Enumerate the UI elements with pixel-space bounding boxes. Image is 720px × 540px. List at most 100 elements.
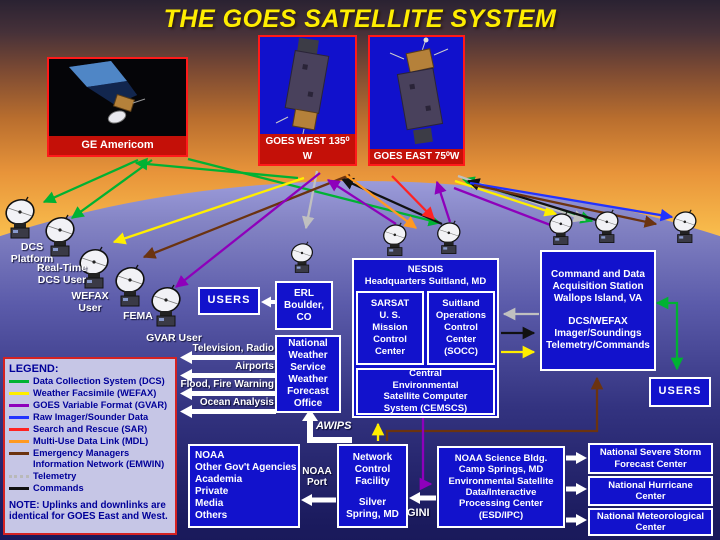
goes-west-panel: GOES WEST 135⁰ W bbox=[258, 35, 357, 166]
goes-west-image bbox=[260, 37, 355, 134]
dcs-arrow bbox=[42, 158, 139, 204]
nws-forecast-office-box: National Weather Service Weather Forecas… bbox=[275, 335, 341, 413]
ocean-analysis-label: Ocean Analysis bbox=[199, 397, 274, 408]
nesdis-complex-box: NESDIS Headquarters Suitland, MD SARSAT … bbox=[352, 258, 499, 418]
dcs-platform-dish-icon bbox=[2, 195, 38, 239]
nesdis-row: SARSAT U. S. Mission Control Center Suit… bbox=[356, 290, 495, 365]
emwin-arrow bbox=[385, 376, 604, 441]
sarsat-box: SARSAT U. S. Mission Control Center bbox=[356, 290, 424, 365]
emwin-arrow bbox=[473, 183, 658, 228]
awips-label: AWIPS bbox=[316, 420, 352, 432]
mdl-line-swatch bbox=[9, 439, 29, 443]
noaa-agencies-box: NOAA Other Gov't Agencies Academia Priva… bbox=[188, 444, 300, 528]
noaa-port-arrow bbox=[301, 494, 336, 506]
gvar-gini-arrow bbox=[419, 418, 433, 491]
users-right-box: USERS bbox=[649, 377, 711, 407]
legend-panel: LEGEND: Data Collection System (DCS) Wea… bbox=[3, 357, 177, 535]
legend-item: Multi-Use Data Link (MDL) bbox=[9, 436, 172, 447]
socc-box: Suitland Operations Control Center (SOCC… bbox=[427, 290, 495, 365]
legend-item: Weather Facsimile (WEFAX) bbox=[9, 388, 172, 399]
legend-item: Search and Rescue (SAR) bbox=[9, 424, 172, 435]
nhc-box: National Hurricane Center bbox=[588, 476, 713, 506]
wefax-arrow bbox=[454, 179, 558, 217]
noaa-port-label: NOAA Port bbox=[302, 466, 332, 488]
flood-warning-arrow bbox=[180, 387, 276, 400]
goes-east-label: GOES EAST 75⁰W bbox=[370, 149, 463, 164]
wefax-user-label: WEFAX User bbox=[71, 290, 109, 315]
esdipc-nssfc-arrow bbox=[566, 452, 587, 464]
ocean-analysis-arrow bbox=[180, 405, 276, 418]
gvar-arrow bbox=[453, 186, 568, 233]
ncf-title: Network Control Facility bbox=[352, 451, 393, 487]
signal-arrows bbox=[42, 157, 684, 491]
commands-line-swatch bbox=[9, 486, 29, 490]
ncf-location: Silver Spring, MD bbox=[346, 496, 399, 520]
tv-radio-label: Television, Radio bbox=[192, 343, 275, 354]
sar-line-swatch bbox=[9, 427, 29, 431]
cda-title: Command and Data Acquisition Station Wal… bbox=[551, 269, 645, 304]
gvar-user-label: GVAR User bbox=[146, 332, 202, 344]
erl-boulder-box: ERL Boulder, CO bbox=[275, 281, 333, 330]
raw-data-line-swatch bbox=[9, 415, 29, 419]
cda-station-box: Command and Data Acquisition Station Wal… bbox=[540, 250, 656, 371]
goes-east-panel: GOES EAST 75⁰W bbox=[368, 35, 465, 166]
ge-americom-panel: GE Americom bbox=[47, 57, 188, 157]
awips-arrow bbox=[302, 409, 352, 443]
cemscs-box: Central Environmental Satellite Computer… bbox=[356, 367, 495, 415]
white-flow-arrows bbox=[180, 296, 587, 526]
tv-radio-arrow bbox=[180, 351, 276, 364]
ge-americom-label: GE Americom bbox=[49, 136, 186, 155]
legend-note: NOTE: Uplinks and downlinks are identica… bbox=[9, 499, 168, 523]
gini-arrow bbox=[409, 492, 436, 504]
gvar-arrow bbox=[326, 179, 397, 225]
nesdis-header: NESDIS Headquarters Suitland, MD bbox=[364, 264, 487, 287]
dcs-arrow bbox=[134, 157, 299, 180]
ge-americom-satellite-icon bbox=[69, 61, 146, 124]
mdl-arrow bbox=[345, 174, 418, 229]
gini-label: GINI bbox=[407, 507, 430, 519]
wefax-line-swatch bbox=[9, 391, 29, 395]
telemetry-arrow bbox=[301, 170, 319, 230]
dcs-arrow bbox=[70, 159, 153, 219]
esdipc-nmc-arrow bbox=[566, 514, 587, 526]
dcs-line-swatch bbox=[9, 380, 29, 383]
nmc-box: National Meteorological Center bbox=[588, 508, 713, 536]
cda-dish-icon bbox=[592, 208, 622, 244]
fema-label: FEMA bbox=[123, 310, 153, 322]
dcs-users-arrow bbox=[655, 296, 684, 371]
raw-data-arrow bbox=[469, 181, 674, 222]
gvar-arrow bbox=[434, 180, 452, 223]
legend-item: GOES Variable Format (GVAR) bbox=[9, 400, 172, 411]
dcs-platform-label: DCS Platform bbox=[10, 241, 54, 266]
airports-label: Airports bbox=[235, 361, 274, 372]
erl-users-arrow bbox=[261, 296, 276, 308]
nesdis-dish-icon bbox=[434, 219, 464, 255]
flood-warning-label: Flood, Fire Warning bbox=[180, 379, 274, 390]
telemetry-line-swatch bbox=[9, 474, 29, 478]
realtime-dcs-user-label: Real-Time DCS User bbox=[37, 262, 87, 287]
goes-east-satellite-icon bbox=[389, 37, 449, 145]
airports-arrow bbox=[180, 369, 276, 382]
nssfc-box: National Severe Storm Forecast Center bbox=[588, 443, 713, 474]
emwin-line-swatch bbox=[9, 451, 29, 455]
cda-dish-icon bbox=[670, 208, 700, 244]
goes-east-image bbox=[370, 37, 463, 149]
esdipc-nhc-arrow bbox=[566, 483, 587, 495]
cda-services: DCS/WEFAX Imager/Soundings Telemetry/Com… bbox=[546, 316, 650, 351]
legend-item: Data Collection System (DCS) bbox=[9, 376, 172, 387]
sar-arrow bbox=[391, 175, 435, 220]
goes-west-satellite-icon bbox=[275, 37, 330, 134]
legend-item: Raw Imager/Sounder Data bbox=[9, 412, 172, 423]
erl-dish-icon bbox=[288, 240, 316, 274]
nesdis-dish-icon bbox=[380, 221, 410, 257]
gvar-line-swatch bbox=[9, 403, 29, 407]
gvar-arrow bbox=[175, 172, 321, 288]
users-left-box: USERS bbox=[198, 287, 260, 315]
legend-item: Commands bbox=[9, 483, 172, 494]
ge-americom-image bbox=[49, 59, 186, 137]
goes-west-label: GOES WEST 135⁰ W bbox=[260, 134, 355, 164]
network-control-facility-box: Network Control Facility Silver Spring, … bbox=[337, 444, 408, 528]
page-title: THE GOES SATELLITE SYSTEM bbox=[163, 5, 557, 33]
